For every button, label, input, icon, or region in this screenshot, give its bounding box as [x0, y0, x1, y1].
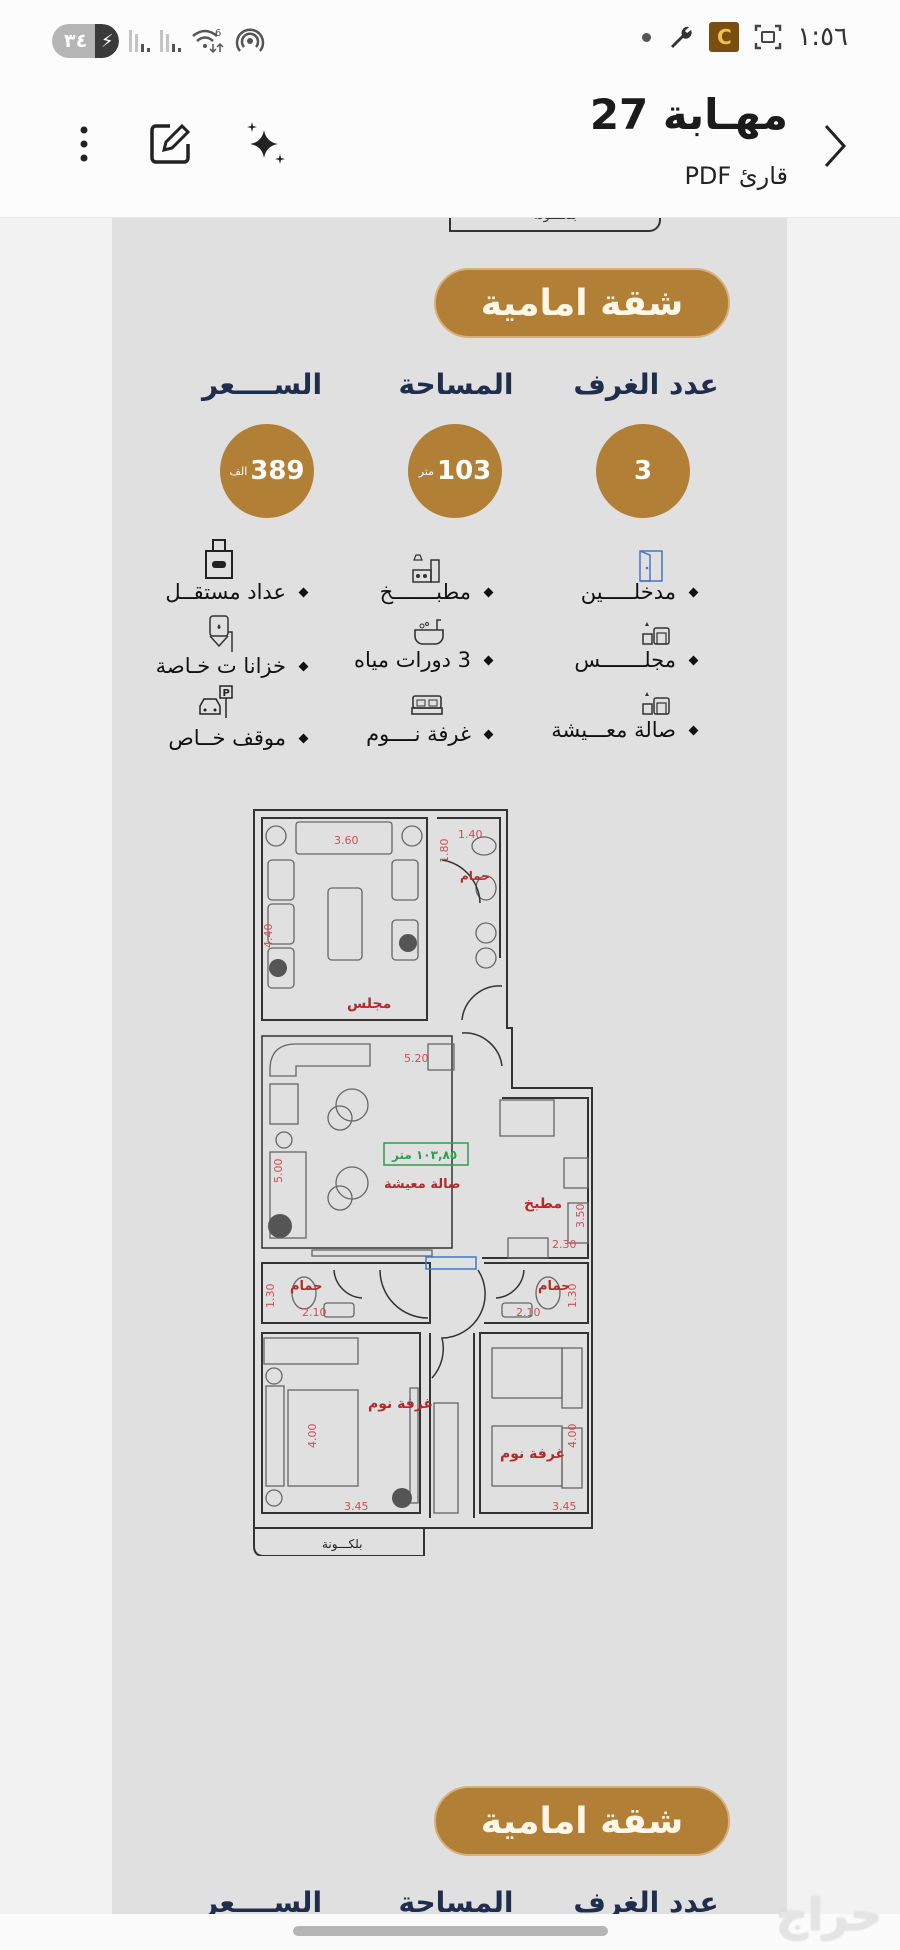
- svg-text:2.30: 2.30: [552, 1238, 577, 1251]
- app-bar: مهـابة 27 قارئ PDF: [0, 84, 900, 218]
- svg-text:غرفة نوم: غرفة نوم: [500, 1446, 565, 1462]
- svg-text:حمام: حمام: [460, 869, 490, 884]
- horizontal-scrollbar[interactable]: [293, 1926, 608, 1936]
- svg-text:4.00: 4.00: [566, 1424, 579, 1449]
- balcony-label-top: بلكـــونة: [449, 218, 661, 232]
- svg-text:1.80: 1.80: [438, 839, 451, 864]
- more-vert-icon[interactable]: [72, 120, 96, 172]
- meter-icon: [205, 539, 233, 579]
- svg-text:2.10: 2.10: [516, 1306, 541, 1319]
- water-tank-icon: [209, 615, 233, 652]
- stat-value-price: الف 389: [220, 424, 314, 518]
- svg-text:3.45: 3.45: [344, 1500, 369, 1513]
- bed-icon: [411, 695, 443, 715]
- stat-label-area: المساحة: [398, 1886, 514, 1918]
- status-bar: ٣٤ ⚡ 6 C ١:٥٦: [0, 0, 900, 84]
- feature-item: مجلـــــــس: [574, 648, 699, 672]
- stat-label-price: الســــعر: [201, 1886, 323, 1918]
- hotspot-icon: [235, 28, 265, 52]
- svg-text:1.40: 1.40: [458, 828, 483, 841]
- wrench-icon: [671, 26, 692, 48]
- feature-item: عداد مستقــل: [165, 580, 309, 604]
- section-heading: شقة امامية: [434, 1786, 730, 1856]
- svg-text:مجلس: مجلس: [347, 996, 391, 1012]
- feature-item: خزانا ت خـاصة: [156, 654, 309, 678]
- door-icon: [639, 550, 663, 582]
- kitchen-icon: [412, 554, 440, 583]
- svg-text:3.50: 3.50: [574, 1204, 587, 1229]
- stat-value-rooms: 3: [596, 424, 690, 518]
- svg-text:5.00: 5.00: [272, 1159, 285, 1184]
- svg-text:2.10: 2.10: [302, 1306, 327, 1319]
- svg-text:غرفة نوم: غرفة نوم: [368, 1396, 433, 1412]
- svg-text:حمام: حمام: [290, 1279, 323, 1294]
- battery-level: ٣٤: [52, 24, 96, 58]
- document-title: مهـابة 27: [589, 90, 788, 139]
- watermark: حراج: [776, 1890, 882, 1941]
- clock: ١:٥٦: [797, 22, 848, 52]
- edit-icon[interactable]: [146, 120, 194, 172]
- signal-sim1-icon: [129, 30, 151, 52]
- armchair-icon: [642, 622, 670, 645]
- battery-indicator: ٣٤ ⚡: [52, 24, 120, 58]
- feature-item: مطبـــــــخ: [380, 580, 494, 604]
- svg-text:6: 6: [215, 28, 221, 39]
- stat-label-rooms: عدد الغرف: [573, 1886, 719, 1918]
- section-heading: شقة امامية: [434, 268, 730, 338]
- svg-text:3.45: 3.45: [552, 1500, 577, 1513]
- app-badge-icon: C: [709, 22, 740, 52]
- app-subtitle: قارئ PDF: [684, 162, 788, 190]
- sparkle-ai-icon[interactable]: [244, 120, 288, 172]
- notification-dot-icon: [642, 32, 652, 42]
- stat-label-price: الســــعر: [201, 368, 323, 401]
- svg-text:بلكـــونة: بلكـــونة: [322, 1537, 362, 1552]
- parking-icon: P: [199, 685, 233, 718]
- pdf-page[interactable]: بلكـــونة شقة امامية عدد الغرف المساحة ا…: [112, 218, 787, 1918]
- svg-text:3.60: 3.60: [334, 834, 359, 847]
- svg-text:مطبخ: مطبخ: [524, 1196, 562, 1212]
- chevron-right-icon[interactable]: [822, 122, 848, 174]
- signal-sim2-icon: [160, 30, 182, 52]
- feature-item: مدخلـــــين: [581, 580, 699, 604]
- screenshot-icon: [755, 24, 782, 50]
- svg-text:1.30: 1.30: [264, 1284, 277, 1309]
- svg-text:صالة معيشة: صالة معيشة: [384, 1177, 461, 1192]
- svg-text:حمام: حمام: [538, 1279, 571, 1294]
- bathtub-icon: [414, 619, 444, 645]
- lightning-icon: ⚡: [95, 24, 120, 58]
- stat-label-rooms: عدد الغرف: [573, 368, 719, 401]
- wifi-6-icon: 6: [192, 28, 224, 54]
- svg-text:4.00: 4.00: [306, 1424, 319, 1449]
- feature-item: موقف خــاص: [168, 726, 309, 750]
- stat-value-area: متر 103: [408, 424, 502, 518]
- svg-text:١٠٣,٨٥ متر: ١٠٣,٨٥ متر: [391, 1148, 457, 1162]
- svg-text:4.40: 4.40: [262, 924, 275, 949]
- svg-text:1.30: 1.30: [566, 1284, 579, 1309]
- floor-plan: 3.60 4.40 1.40 1.80 5.20 5.00 2.30 3.50 …: [253, 809, 593, 1556]
- stat-label-area: المساحة: [398, 368, 514, 401]
- feature-item: غرفة نــــوم: [366, 722, 494, 746]
- svg-text:P: P: [223, 688, 230, 699]
- feature-item: صالة معـــيشة: [551, 718, 699, 742]
- armchair-icon: [642, 692, 670, 715]
- feature-item: 3 دورات مياه: [354, 648, 494, 672]
- svg-text:5.20: 5.20: [404, 1052, 429, 1065]
